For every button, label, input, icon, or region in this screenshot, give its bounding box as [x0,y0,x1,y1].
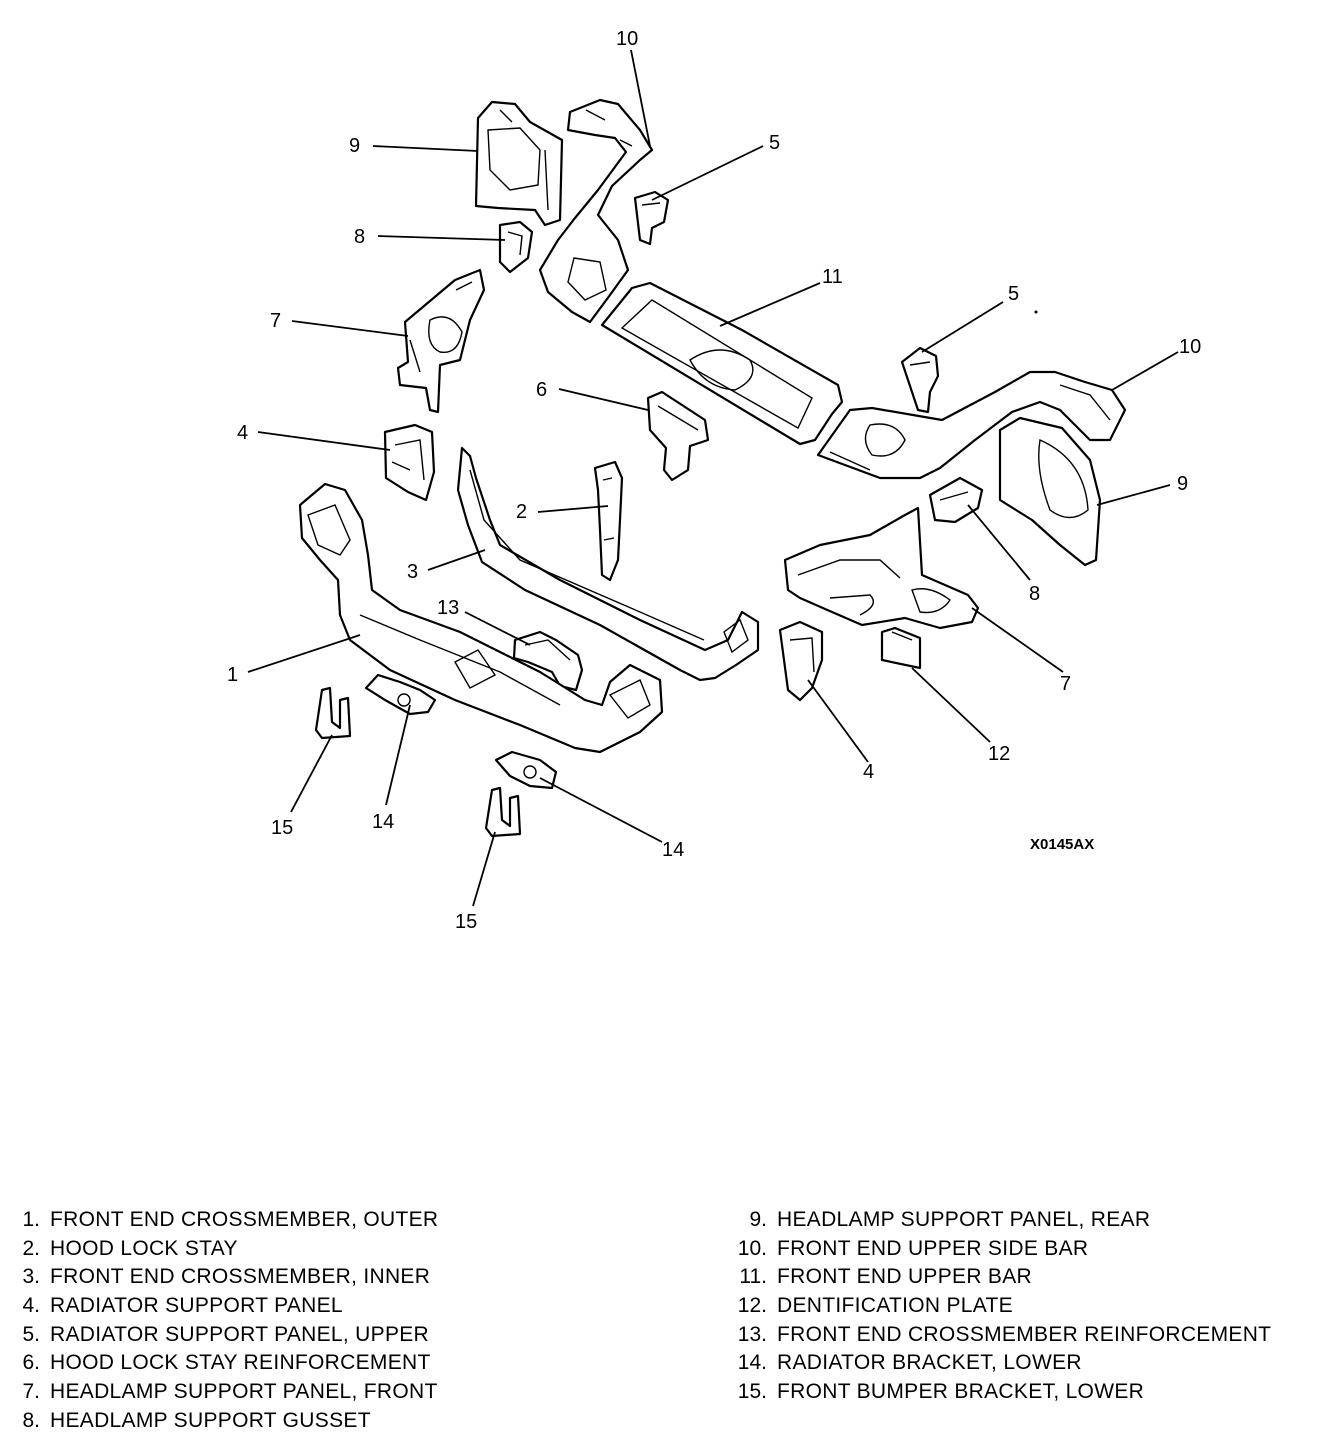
part-14-left [364,673,437,716]
callout-5: 5 [1008,283,1019,305]
legend-item: 4.RADIATOR SUPPORT PANEL [22,1294,343,1318]
callout-numbers: 1 2 3 4 4 5 5 6 7 7 8 8 9 9 10 10 11 12 … [227,28,1201,933]
part-12 [880,626,922,670]
legend-item: 11.FRONT END UPPER BAR [739,1265,1033,1289]
legend-item: 3.FRONT END CROSSMEMBER, INNER [22,1265,431,1289]
legend-item: 14.RADIATOR BRACKET, LOWER [737,1351,1082,1375]
callout-15: 15 [271,817,293,839]
leader-lines [247,49,1179,907]
legend-item: 13.FRONT END CROSSMEMBER REINFORCEMENT [737,1322,1272,1346]
part-10-right [816,370,1127,480]
callout-6: 6 [536,379,547,401]
legend-item: 15.FRONT BUMPER BRACKET, LOWER [737,1380,1145,1404]
part-8-right [928,476,984,524]
part-10-left [538,98,654,324]
callout-4: 4 [237,422,248,444]
legend-item: 8.HEADLAMP SUPPORT GUSSET [22,1408,371,1432]
legend-item: 2.HOOD LOCK STAY [22,1236,238,1260]
callout-15: 15 [455,911,477,933]
callout-9: 9 [1177,473,1188,495]
legend-item: 6.HOOD LOCK STAY REINFORCEMENT [22,1351,431,1375]
callout-10: 10 [1179,336,1201,358]
callout-7: 7 [1060,673,1071,695]
drawing-code: X0145AX [1030,836,1094,853]
callout-12: 12 [988,743,1010,765]
part-4-lower [778,620,824,702]
callout-8: 8 [1029,583,1040,605]
callout-3: 3 [407,561,418,583]
part-15-left [314,686,352,740]
part-11-upper-bar [600,281,844,446]
part-8-left [498,220,534,274]
part-9-right [998,416,1102,567]
part-5-upper [633,190,670,246]
legend-item: 1.FRONT END CROSSMEMBER, OUTER [22,1208,439,1231]
legend-left-column: 1.FRONT END CROSSMEMBER, OUTER 2.HOOD LO… [0,1206,438,1436]
callout-2: 2 [516,501,527,523]
part-5-right [900,346,940,414]
legend-item: 12.DENTIFICATION PLATE [737,1294,1013,1318]
part-4-left [383,423,436,502]
callout-7: 7 [270,310,281,332]
legend-right-column: 9.HEADLAMP SUPPORT PANEL, REAR 10.FRONT … [727,1206,1271,1407]
part-2 [593,460,624,582]
callout-4: 4 [863,761,874,783]
part-1 [298,482,664,754]
part-7-left [396,268,486,414]
part-9-left [474,100,564,227]
callout-10: 10 [616,28,638,50]
legend-item: 9.HEADLAMP SUPPORT PANEL, REAR [749,1208,1151,1231]
callout-9: 9 [349,135,360,157]
legend-item: 10.FRONT END UPPER SIDE BAR [737,1236,1089,1260]
part-13 [512,630,584,692]
speck-dot [1034,310,1038,314]
callout-13: 13 [437,597,459,619]
part-3 [456,446,760,682]
callout-5: 5 [769,132,780,154]
part-7-right [783,506,980,630]
part-6 [646,390,710,482]
callout-14: 14 [372,811,394,833]
part-15-lower [484,786,522,838]
callout-1: 1 [227,664,238,686]
callout-8: 8 [354,226,365,248]
callout-11: 11 [822,266,843,288]
legend-item: 7.HEADLAMP SUPPORT PANEL, FRONT [22,1380,438,1404]
callout-14: 14 [662,839,684,861]
legend-item: 5.RADIATOR SUPPORT PANEL, UPPER [22,1322,430,1346]
